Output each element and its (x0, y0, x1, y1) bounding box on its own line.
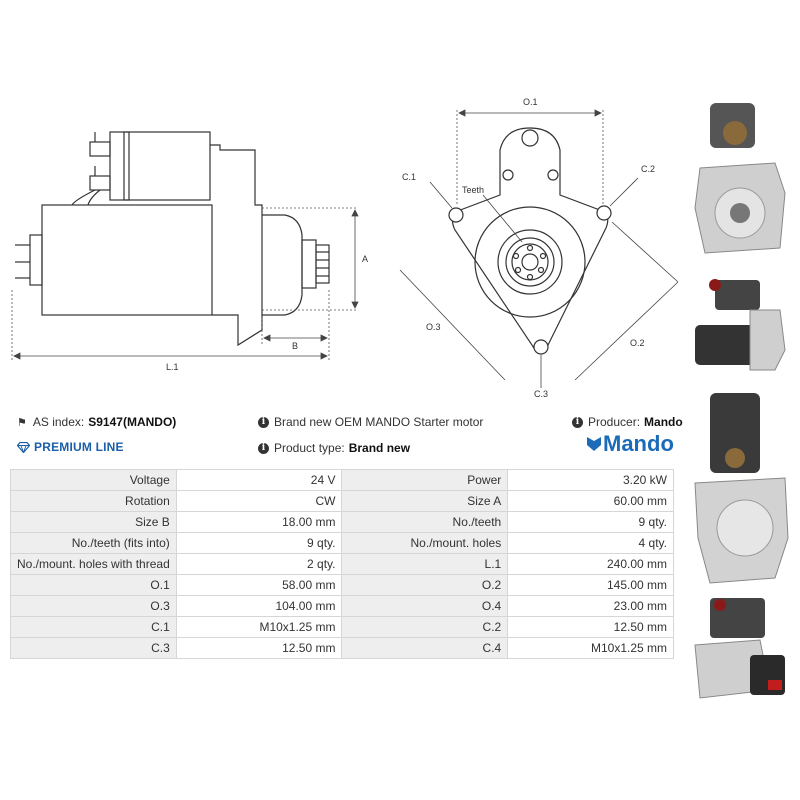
spec-value: 60.00 mm (507, 490, 674, 512)
product-photo-1 (694, 103, 786, 254)
spec-label: O.1 (10, 574, 177, 596)
producer-value: Mando (644, 415, 683, 429)
spec-value: 9 qty. (175, 532, 343, 554)
teeth-label: Teeth (462, 185, 484, 195)
mando-logo-mark (587, 437, 601, 451)
spec-label: O.3 (10, 595, 177, 617)
dim-a-label: A (362, 254, 368, 264)
product-photo-3 (694, 393, 789, 584)
dim-o1-label: O.1 (523, 97, 538, 107)
premium-line-badge: PREMIUM LINE (17, 440, 124, 454)
dim-b-label: B (292, 341, 298, 351)
spec-label: Size B (10, 511, 177, 533)
spec-label: O.2 (341, 574, 509, 596)
spec-label: Size A (341, 490, 509, 512)
spec-label: No./mount. holes (341, 532, 509, 554)
spec-label: Voltage (10, 469, 177, 491)
product-photo-2 (695, 279, 786, 371)
dim-c3-label: C.3 (534, 389, 548, 399)
mando-logo: Mando (586, 431, 674, 457)
diamond-icon (17, 441, 30, 453)
spec-value: 145.00 mm (507, 574, 674, 596)
as-index-value: S9147(MANDO) (88, 415, 177, 429)
as-index: ⚑ AS index: S9147(MANDO) (17, 415, 177, 429)
spec-value: 12.50 mm (507, 616, 674, 638)
dim-c2-label: C.2 (641, 164, 655, 174)
tag-icon: ⚑ (17, 416, 27, 429)
description: i Brand new OEM MANDO Starter motor (258, 415, 483, 429)
info-icon: i (258, 416, 269, 428)
spec-value: 24 V (175, 469, 343, 491)
spec-value: 3.20 kW (507, 469, 674, 491)
dim-c1-label: C.1 (402, 172, 416, 182)
spec-value: CW (175, 490, 343, 512)
spec-value: 58.00 mm (175, 574, 343, 596)
spec-value: M10x1.25 mm (175, 616, 343, 638)
spec-label: C.1 (10, 616, 177, 638)
dim-l1-label: L.1 (166, 362, 179, 372)
spec-label: O.4 (341, 595, 509, 617)
spec-label: C.3 (10, 637, 177, 659)
spec-label: No./teeth (fits into) (10, 532, 177, 554)
spec-row: No./teeth (fits into)9 qty.No./mount. ho… (10, 532, 674, 554)
spec-label: C.4 (341, 637, 509, 659)
spec-value: 4 qty. (507, 532, 674, 554)
dim-o3-label: O.3 (426, 322, 441, 332)
spec-label: C.2 (341, 616, 509, 638)
info-icon: i (258, 442, 269, 454)
producer: i Producer: Mando (572, 415, 683, 429)
spec-value: 2 qty. (175, 553, 343, 575)
product-photo-4 (694, 598, 785, 699)
spec-value: 12.50 mm (175, 637, 343, 659)
spec-value: 9 qty. (507, 511, 674, 533)
spec-value: 240.00 mm (507, 553, 674, 575)
spec-value: M10x1.25 mm (507, 637, 674, 659)
side-view-drawing: A B L.1 (11, 131, 368, 372)
spec-label: No./teeth (341, 511, 509, 533)
product-type-value: Brand new (348, 441, 411, 455)
spec-value: 18.00 mm (175, 511, 343, 533)
spec-label: No./mount. holes with thread (10, 553, 177, 575)
spec-value: 23.00 mm (507, 595, 674, 617)
spec-label: Rotation (10, 490, 177, 512)
product-type: i Product type: Brand new (258, 441, 410, 455)
spec-value: 104.00 mm (175, 595, 343, 617)
info-icon: i (572, 416, 583, 428)
spec-label: Power (341, 469, 509, 491)
front-view-drawing: O.1 C.1 C.2 Teeth O.3 O.2 C.3 (399, 97, 679, 399)
spec-label: L.1 (341, 553, 509, 575)
dim-o2-label: O.2 (630, 338, 645, 348)
